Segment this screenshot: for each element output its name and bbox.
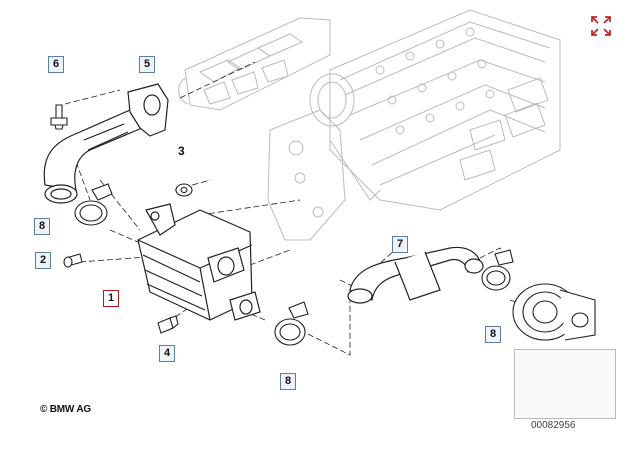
- expand-icon-graphic: [591, 16, 611, 36]
- vehicle-thumbnail[interactable]: [514, 349, 616, 419]
- bolt-part-4: [157, 315, 179, 334]
- callout-8-right[interactable]: 8: [485, 326, 501, 343]
- bolt-part-6: [50, 104, 68, 130]
- callout-7[interactable]: 7: [392, 236, 408, 253]
- callout-3[interactable]: 3: [178, 144, 185, 158]
- callout-2[interactable]: 2: [35, 252, 51, 269]
- egr-valve: [512, 283, 596, 341]
- callout-8-bottom[interactable]: 8: [280, 373, 296, 390]
- callout-6[interactable]: 6: [48, 56, 64, 73]
- copyright-text: © BMW AG: [40, 404, 91, 415]
- hose-clamps: [74, 183, 514, 346]
- egr-cooler: [137, 203, 261, 321]
- expand-icon[interactable]: [589, 14, 613, 38]
- callout-1[interactable]: 1: [103, 290, 119, 307]
- callout-5[interactable]: 5: [139, 56, 155, 73]
- washer-part-3: [175, 183, 193, 197]
- egr-pipe-upper: [43, 83, 169, 204]
- bolt-part-2: [63, 253, 83, 268]
- document-number: 00082956: [531, 420, 576, 431]
- egr-pipe-lower: [347, 246, 484, 304]
- engine-block-outline: [178, 9, 561, 241]
- callout-8-left[interactable]: 8: [34, 218, 50, 235]
- callout-4[interactable]: 4: [159, 345, 175, 362]
